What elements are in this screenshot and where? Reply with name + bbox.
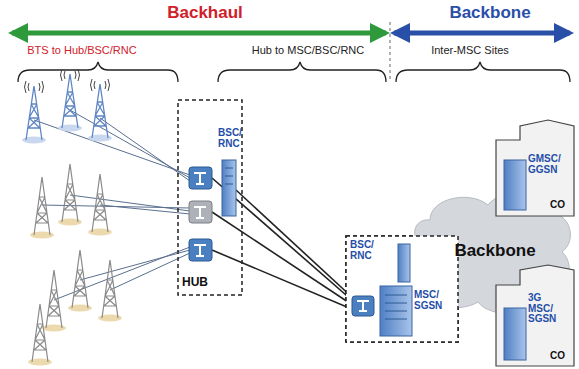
node-label: BSC/ RNC (350, 240, 378, 261)
central-office: GMSC/ GGSN CO (496, 120, 574, 216)
node-label: MSC/ SGSN (414, 290, 446, 311)
central-office: 3G MSC/ SGSN CO (496, 265, 574, 366)
backbone-cloud: Backbone (440, 240, 550, 270)
equipment-rack: BSC/ RNC (218, 128, 242, 218)
equipment-rack: BSC/ RNC (346, 236, 396, 276)
node-label: BSC/ RNC (218, 128, 244, 149)
site-label: CO (550, 351, 572, 362)
segment-label: Hub to MSC/BSC/RNC (238, 45, 378, 57)
section-heading: Backbone (440, 4, 540, 22)
segment-label: Inter-MSC Sites (410, 45, 530, 57)
segment-label: BTS to Hub/BSC/RNC (12, 45, 152, 57)
equipment-rack: MSC/ SGSN (412, 286, 458, 326)
site-label: CO (550, 200, 572, 211)
hub-box: HUB BSC/ RNC (178, 100, 242, 295)
node-label: HUB (182, 276, 222, 289)
node-label: GMSC/ GGSN (528, 154, 570, 175)
section-heading: Backhaul (150, 4, 260, 22)
node-label: 3G MSC/ SGSN (528, 293, 568, 325)
node-label: Backbone (440, 242, 550, 260)
